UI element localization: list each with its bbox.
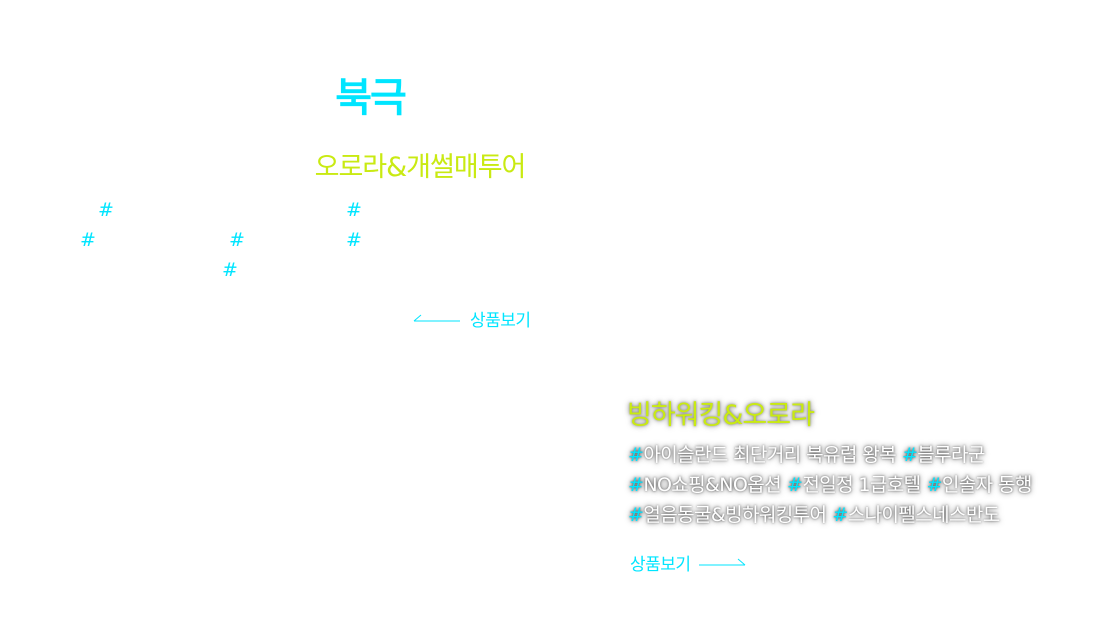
left-tour-card: 북극 오로라&개썰매투어 # # # # # # 상품보기 [0,0,560,340]
hashtag: #아이슬란드 최단거리 북유럽 왕복 [628,444,897,466]
hashtag: #얼음동굴&빙하워킹투어 [628,504,827,526]
tag-hash: # [346,229,362,251]
right-view-product-link[interactable]: 상품보기 [630,550,747,575]
tag-hash: # [80,229,96,251]
view-product-label: 상품보기 [630,554,691,575]
tag-line: #얼음동굴&빙하워킹투어#스나이펠스네스반도 [628,500,1078,530]
arrow-right-icon [698,558,745,566]
tour-subtitle: 오로라&개썰매투어 [314,152,527,183]
hashtag: #블루라군 [901,444,985,466]
right-tour-card: 빙하워킹&오로라 #아이슬란드 최단거리 북유럽 왕복#블루라군 #NO쇼핑&N… [600,390,1080,590]
region-title: 북극 [335,75,407,121]
hashtag: #NO쇼핑&NO옵션 [628,474,782,496]
right-tag-list: #아이슬란드 최단거리 북유럽 왕복#블루라군 #NO쇼핑&NO옵션#전일정 1… [628,440,1078,530]
view-product-label: 상품보기 [470,310,531,331]
tag-line: #NO쇼핑&NO옵션#전일정 1급호텔#인솔자 동행 [628,470,1078,500]
tag-line: #아이슬란드 최단거리 북유럽 왕복#블루라군 [628,440,1078,470]
tag-hash: # [346,199,362,221]
hashtag: #전일정 1급호텔 [787,474,921,496]
tag-hash: # [98,199,114,221]
tag-hash: # [222,259,238,281]
left-view-product-link[interactable]: 상품보기 [412,306,531,331]
arrow-left-icon [413,314,460,322]
tag-hash: # [229,229,245,251]
tour-title: 빙하워킹&오로라 [627,400,815,431]
hashtag: #인솔자 동행 [926,474,1033,496]
hashtag: #스나이펠스네스반도 [832,504,1000,526]
